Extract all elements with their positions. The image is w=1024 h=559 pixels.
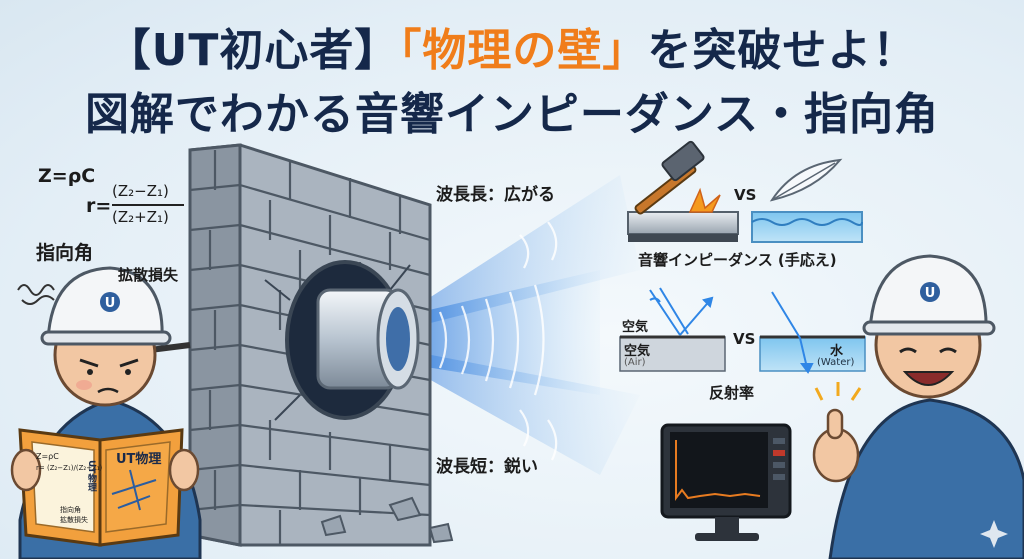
svg-text:U: U xyxy=(925,286,936,301)
flaw-detector-monitor xyxy=(660,423,792,541)
right-worker: U xyxy=(812,254,1024,559)
title-line-1: 【UT初心者】「物理の壁」を突破せよ！ xyxy=(0,14,1024,78)
book-formula-1: Z=ρC xyxy=(36,452,59,461)
title-line-2: 図解でわかる音響インピーダンス・指向角 xyxy=(84,89,940,140)
water-block xyxy=(751,211,863,243)
metal-block xyxy=(627,211,739,235)
ut-probe xyxy=(316,288,420,390)
book-formula-2: r= (Z₂−Z₁)/(Z₂+Z₁) xyxy=(36,464,103,472)
wide-beam-upper xyxy=(395,175,640,332)
a-scan-trace xyxy=(675,440,761,501)
rubble xyxy=(320,496,454,544)
water-medium-label: 水 xyxy=(830,344,844,359)
note-directivity: 指向角 xyxy=(36,242,94,264)
sparkle-icon xyxy=(980,520,1008,548)
formula-reflection-prefix: r= xyxy=(86,195,112,217)
air-reflection-waves xyxy=(649,287,714,336)
wide-beam-lower xyxy=(395,348,640,475)
title-suffix: を突破せよ！ xyxy=(647,25,918,76)
book-note-2: 拡散損失 xyxy=(60,516,88,524)
air-medium-label: 空気 xyxy=(624,344,651,359)
sound-beams xyxy=(395,175,640,475)
impedance-vs: VS xyxy=(734,186,757,204)
water-transmission-waves xyxy=(771,291,814,374)
reflection-panel xyxy=(619,287,866,374)
reflection-vs: VS xyxy=(733,330,756,348)
feather-icon xyxy=(769,158,843,202)
ut-physics-book xyxy=(18,428,184,547)
formula-fraction-bar xyxy=(112,204,184,206)
air-top-label: 空気 xyxy=(622,320,649,335)
formula-reflection-denominator: (Z₂+Z₁) xyxy=(112,208,169,226)
air-medium-en: (Air) xyxy=(624,357,646,368)
probe-cable xyxy=(149,342,191,353)
label-long-wavelength: 波長長：広がる xyxy=(436,185,555,205)
impedance-panel xyxy=(627,140,863,243)
water-medium-en: (Water) xyxy=(817,357,855,368)
wavefront-lines xyxy=(416,221,558,461)
book-spine: UT物理 xyxy=(86,460,96,492)
hammer-icon xyxy=(634,140,705,215)
label-short-wavelength: 波長短：鋭い xyxy=(436,457,538,477)
title-prefix: 【UT初心者】 xyxy=(106,25,400,76)
impedance-caption: 音響インピーダンス (手応え) xyxy=(638,251,837,269)
main-beam xyxy=(395,270,600,395)
book-title: UT物理 xyxy=(116,452,162,467)
left-hands xyxy=(10,448,200,492)
formula-impedance: Z=ρC xyxy=(38,165,96,187)
svg-text:U: U xyxy=(105,296,116,311)
impact-spark xyxy=(688,187,721,213)
title-highlight: 「物理の壁」 xyxy=(399,25,648,76)
reflection-caption: 反射率 xyxy=(709,384,755,402)
book-note-1: 指向角 xyxy=(60,506,81,514)
note-diffusion-loss: 拡散損失 xyxy=(118,266,179,284)
formula-reflection-numerator: (Z₂−Z₁) xyxy=(112,182,169,200)
